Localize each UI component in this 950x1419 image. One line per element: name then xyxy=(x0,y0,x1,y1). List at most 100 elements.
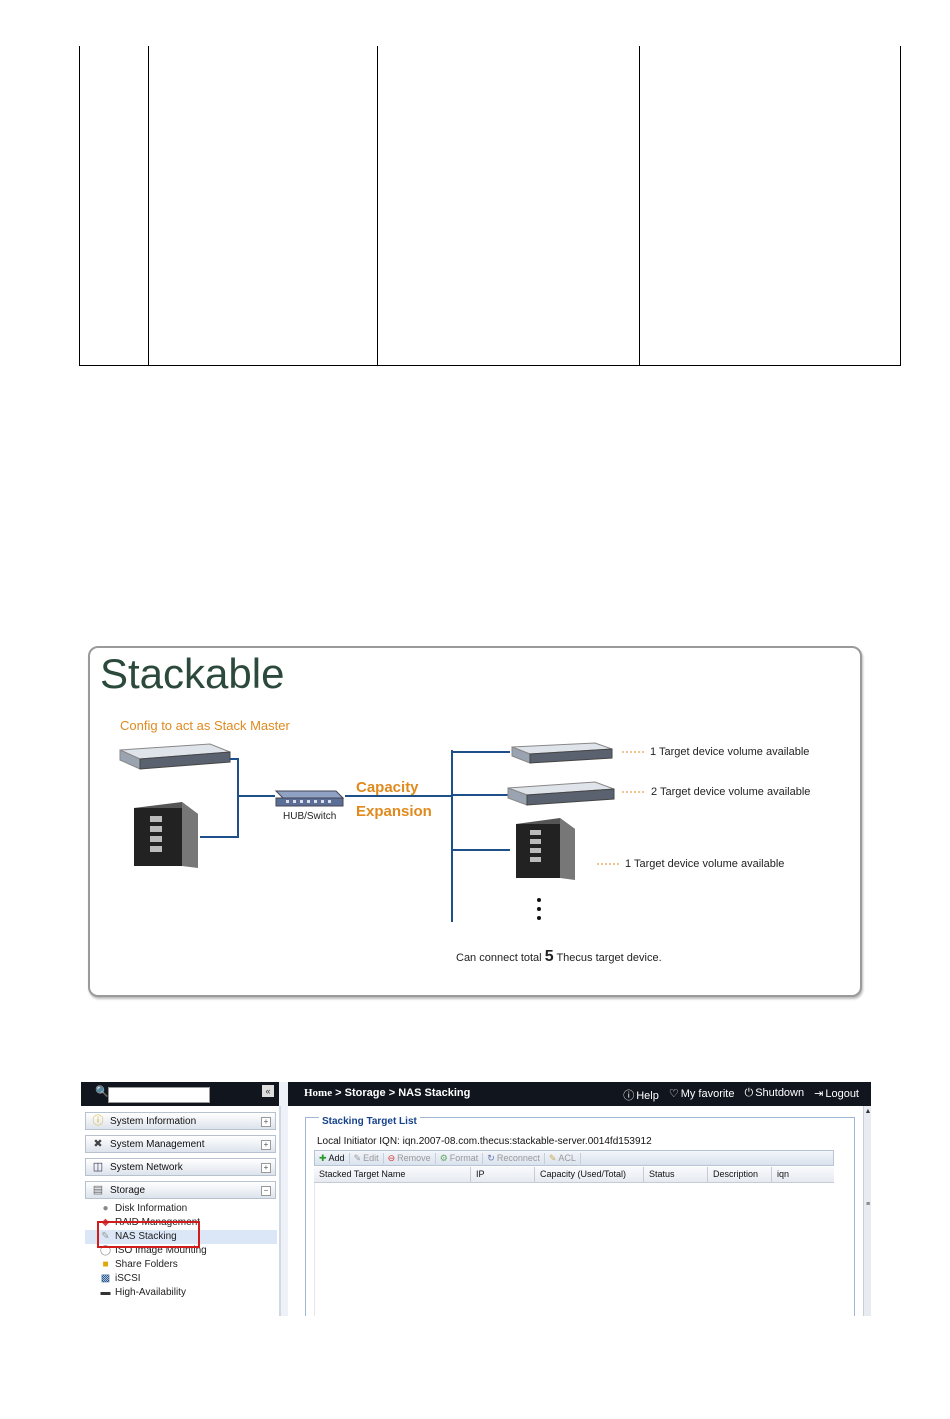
sidebar-section-system-network[interactable]: ◫ System Network + xyxy=(85,1158,276,1176)
target-rack-server-icon xyxy=(507,781,615,806)
sidebar-item-iscsi[interactable]: ▩iSCSI xyxy=(100,1273,141,1284)
sidebar-item-disk-information[interactable]: ●Disk Information xyxy=(99,1202,187,1216)
diagram-title: Stackable xyxy=(100,650,285,697)
target-label-2: 2 Target device volume available xyxy=(651,786,811,798)
iscsi-icon: ▩ xyxy=(100,1273,111,1284)
table-divider xyxy=(639,46,640,365)
sidebar-section-system-management[interactable]: ✖ System Management + xyxy=(85,1135,276,1153)
sidebar-section-system-information[interactable]: ⓘ System Information + xyxy=(85,1112,276,1130)
logout-button[interactable]: ⇥Logout xyxy=(814,1088,859,1100)
highlight-box xyxy=(97,1221,200,1248)
collapse-icon[interactable]: − xyxy=(261,1186,271,1196)
grid-body xyxy=(314,1183,835,1316)
breadcrumb-storage[interactable]: Storage xyxy=(344,1087,386,1099)
target-label-1: 1 Target device volume available xyxy=(650,746,810,758)
storage-icon: ▤ xyxy=(92,1184,104,1196)
expand-icon[interactable]: + xyxy=(261,1117,271,1127)
remove-icon: ⊖ xyxy=(387,1152,396,1163)
scrollbar[interactable]: ▲ ≡ xyxy=(863,1106,871,1316)
acl-button[interactable]: ✎ACL xyxy=(545,1152,581,1164)
add-icon: ✚ xyxy=(319,1152,327,1163)
breadcrumb-current: NAS Stacking xyxy=(398,1087,471,1099)
favorite-button[interactable]: ♡My favorite xyxy=(668,1088,735,1100)
power-icon: ⏻ xyxy=(744,1087,754,1099)
folder-icon: ■ xyxy=(102,1259,109,1270)
collapse-sidebar-icon[interactable]: « xyxy=(262,1085,274,1097)
expand-icon[interactable]: + xyxy=(261,1163,271,1173)
main-panel: Stacking Target List Local Initiator IQN… xyxy=(288,1106,863,1316)
network-icon: ◫ xyxy=(92,1161,104,1173)
sidebar-section-label: System Network xyxy=(110,1162,183,1173)
edit-button[interactable]: ✎Edit xyxy=(350,1152,384,1164)
reconnect-icon: ↻ xyxy=(487,1152,495,1163)
stacking-icon: ✎ xyxy=(101,1231,110,1242)
disk-icon: ● xyxy=(102,1203,109,1214)
target-tower-nas-icon xyxy=(516,818,575,880)
tower-nas-icon xyxy=(134,802,198,868)
stacking-target-fieldset xyxy=(305,1117,855,1316)
help-icon: ⓘ xyxy=(623,1090,635,1102)
sidebar-section-label: System Information xyxy=(110,1116,197,1127)
hub-switch-label: HUB/Switch xyxy=(283,811,337,822)
nas-admin-ui: 🔍 « ⓘ System Information + ✖ System Mana… xyxy=(81,1082,871,1316)
more-devices-ellipsis xyxy=(537,898,541,920)
stackable-diagram: Stackable Config to act as Stack Master xyxy=(88,646,862,997)
column-header[interactable]: Capacity (Used/Total) xyxy=(535,1167,644,1182)
remove-button[interactable]: ⊖Remove xyxy=(384,1152,436,1164)
shutdown-button[interactable]: ⏻Shutdown xyxy=(744,1087,805,1099)
format-icon: ⚙ xyxy=(439,1152,448,1163)
scroll-up-icon[interactable]: ▲ xyxy=(864,1108,871,1115)
table-divider xyxy=(148,46,149,365)
local-initiator-iqn: Local Initiator IQN: iqn.2007-08.com.the… xyxy=(317,1136,652,1147)
sidebar-section-label: Storage xyxy=(110,1185,146,1196)
scroll-grip-icon[interactable]: ≡ xyxy=(865,1201,871,1208)
grid-header: Stacked Target Name IP Capacity (Used/To… xyxy=(314,1167,834,1183)
tools-icon: ✖ xyxy=(93,1138,103,1150)
table-divider xyxy=(377,46,378,365)
top-table xyxy=(79,46,901,366)
search-icon: 🔍 xyxy=(95,1086,109,1098)
breadcrumb: Home > Storage > NAS Stacking xyxy=(304,1087,471,1099)
hub-switch-icon xyxy=(274,790,345,807)
rack-server-icon xyxy=(119,743,231,770)
column-header[interactable]: iqn xyxy=(777,1169,790,1179)
heart-icon: ♡ xyxy=(668,1088,679,1100)
search-input[interactable] xyxy=(108,1087,210,1103)
diagram-graphics xyxy=(119,742,646,922)
leader-lines xyxy=(597,751,646,865)
column-header[interactable]: Status xyxy=(644,1167,708,1182)
sidebar-header: 🔍 « xyxy=(81,1082,279,1106)
sidebar-item-iso-image-mounting[interactable]: ◯ISO Image Mounting xyxy=(99,1245,207,1256)
sidebar-section-storage[interactable]: ▤ Storage − xyxy=(85,1181,276,1199)
info-icon: ⓘ xyxy=(92,1115,104,1127)
column-header[interactable]: IP xyxy=(471,1167,535,1182)
sidebar-section-label: System Management xyxy=(110,1139,205,1150)
target-label-3: 1 Target device volume available xyxy=(625,858,785,870)
breadcrumb-home[interactable]: Home xyxy=(304,1087,333,1099)
sidebar-item-nas-stacking[interactable]: ✎NAS Stacking xyxy=(85,1230,277,1244)
sidebar: ⓘ System Information + ✖ System Manageme… xyxy=(81,1106,281,1316)
diagram-footer: Can connect total 5 Thecus target device… xyxy=(456,948,662,965)
connection-lines xyxy=(200,750,510,922)
grid-toolbar: ✚Add ✎Edit ⊖Remove ⚙Format ↻Reconnect ✎A… xyxy=(314,1150,834,1166)
sidebar-item-share-folders[interactable]: ■Share Folders xyxy=(99,1258,177,1272)
expand-icon[interactable]: + xyxy=(261,1140,271,1150)
capacity-expansion-label: Capacity Expansion xyxy=(356,779,432,820)
column-header[interactable]: Description xyxy=(708,1167,772,1182)
panel-legend: Stacking Target List xyxy=(319,1116,420,1127)
logout-icon: ⇥ xyxy=(814,1088,824,1100)
reconnect-button[interactable]: ↻Reconnect xyxy=(483,1152,545,1164)
acl-icon: ✎ xyxy=(548,1152,557,1163)
ha-icon: ▬ xyxy=(100,1287,111,1298)
add-button[interactable]: ✚Add xyxy=(315,1152,350,1164)
format-button[interactable]: ⚙Format xyxy=(436,1152,484,1164)
sidebar-item-high-availability[interactable]: ▬High-Availability xyxy=(100,1287,186,1298)
iso-icon: ◯ xyxy=(99,1245,112,1256)
edit-icon: ✎ xyxy=(353,1152,362,1163)
target-rack-server-icon xyxy=(511,742,613,764)
column-header[interactable]: Stacked Target Name xyxy=(314,1167,471,1182)
stack-master-label: Config to act as Stack Master xyxy=(120,718,290,733)
